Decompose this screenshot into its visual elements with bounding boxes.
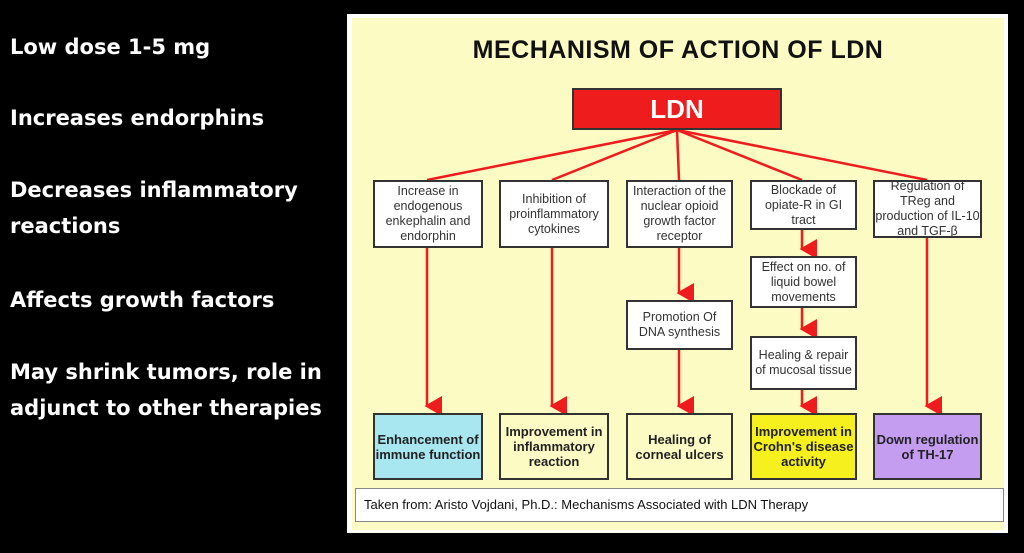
mechanism-cytokines: Inhibition of proinflammatory cytokines (499, 180, 609, 248)
outcome-immune-function: Enhancement of immune function (373, 413, 483, 480)
bullet-inflammatory: Decreases inflammatory reactions (10, 178, 298, 238)
mechanism-diagram: MECHANISM OF ACTION OF LDN LDN Increase … (352, 18, 1004, 530)
diagram-title: MECHANISM OF ACTION OF LDN (472, 36, 884, 64)
mechanism-opioid-growth-factor: Interaction of the nuclear opioid growth… (626, 180, 733, 248)
ldn-root-box: LDN (572, 88, 782, 130)
outcome-crohns: Improvement in Crohn's disease activity (750, 413, 857, 480)
bowel-movements-box: Effect on no. of liquid bowel movements (750, 256, 857, 308)
bullet-endorphins: Increases endorphins (10, 106, 265, 130)
connector-arrows (424, 128, 942, 416)
bullet-tumors: May shrink tumors, role in adjunct to ot… (10, 360, 322, 420)
bullet-growth-factors: Affects growth factors (10, 288, 275, 312)
mechanism-treg-regulation: Regulation of TReg and production of IL-… (873, 179, 982, 238)
outcome-inflammatory-reaction: Improvement in inflammatory reaction (499, 413, 609, 480)
mechanism-enkephalin: Increase in endogenous enkephalin and en… (373, 180, 483, 248)
mucosal-repair-box: Healing & repair of mucosal tissue (750, 336, 857, 390)
source-caption: Taken from: Aristo Vojdani, Ph.D.: Mecha… (355, 488, 1004, 522)
outcome-th17: Down regulation of TH-17 (873, 413, 982, 480)
bullet-low-dose: Low dose 1-5 mg (10, 35, 211, 59)
mechanism-opiate-blockade: Blockade of opiate-R in GI tract (750, 180, 857, 230)
outcome-corneal-ulcers: Healing of corneal ulcers (626, 413, 733, 480)
dna-synthesis-box: Promotion Of DNA synthesis (626, 300, 733, 350)
